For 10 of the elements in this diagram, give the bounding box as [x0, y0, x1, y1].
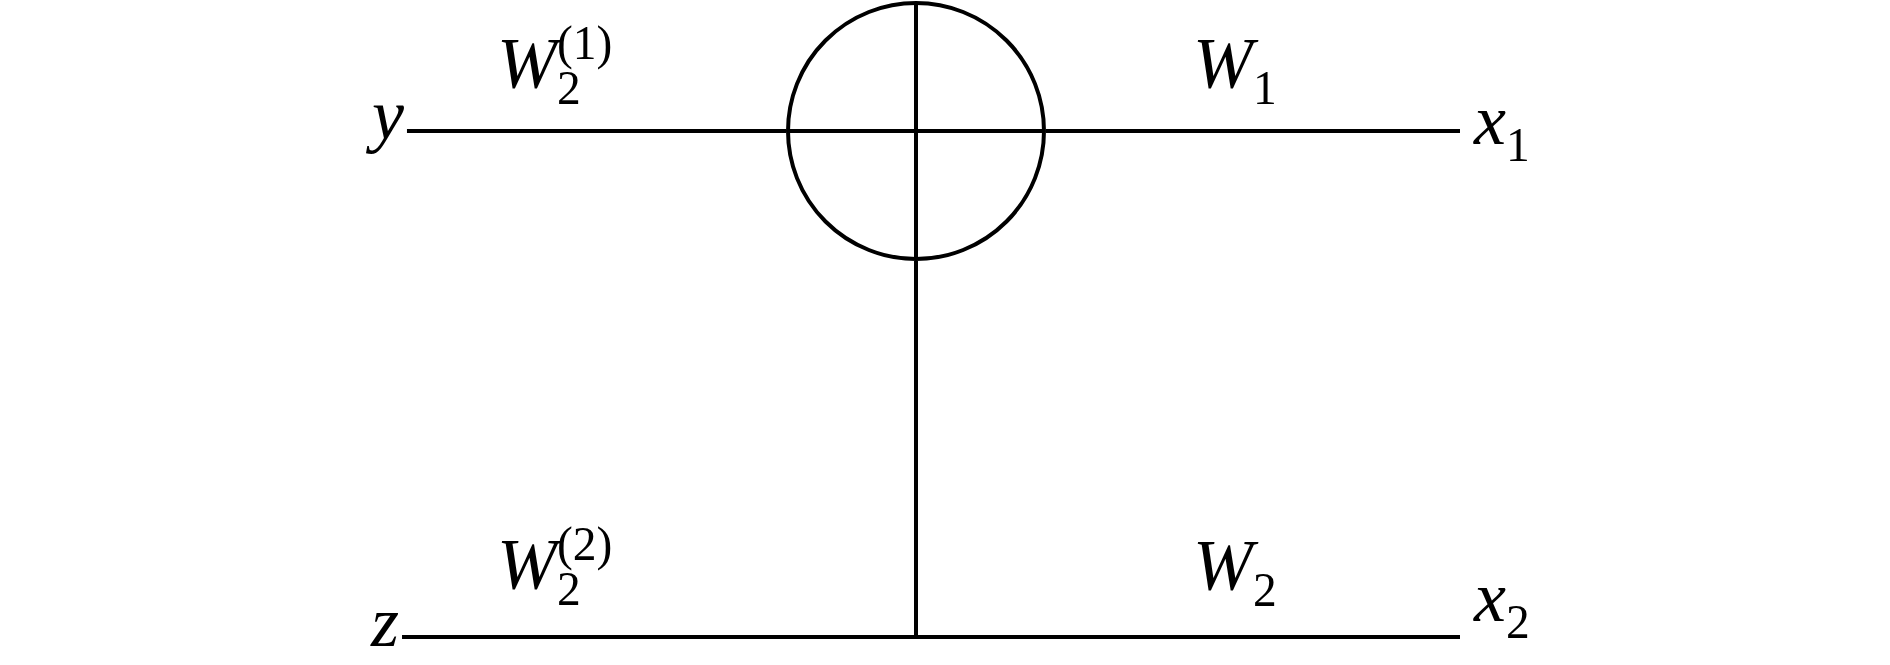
connector-line — [1046, 129, 1460, 133]
variable-label: x$_{1}$ — [1460, 79, 1532, 162]
connector-line — [914, 261, 1460, 639]
variable-label: y — [364, 74, 407, 157]
edge-label: W$_{2}$ — [1193, 524, 1277, 607]
edge-label: W$_{1}$ — [1193, 22, 1277, 105]
crossed-circle — [786, 1, 1046, 261]
connector-line — [406, 129, 786, 133]
variable-label: z — [363, 581, 403, 664]
variable-label: x$_{2}$ — [1460, 556, 1532, 639]
